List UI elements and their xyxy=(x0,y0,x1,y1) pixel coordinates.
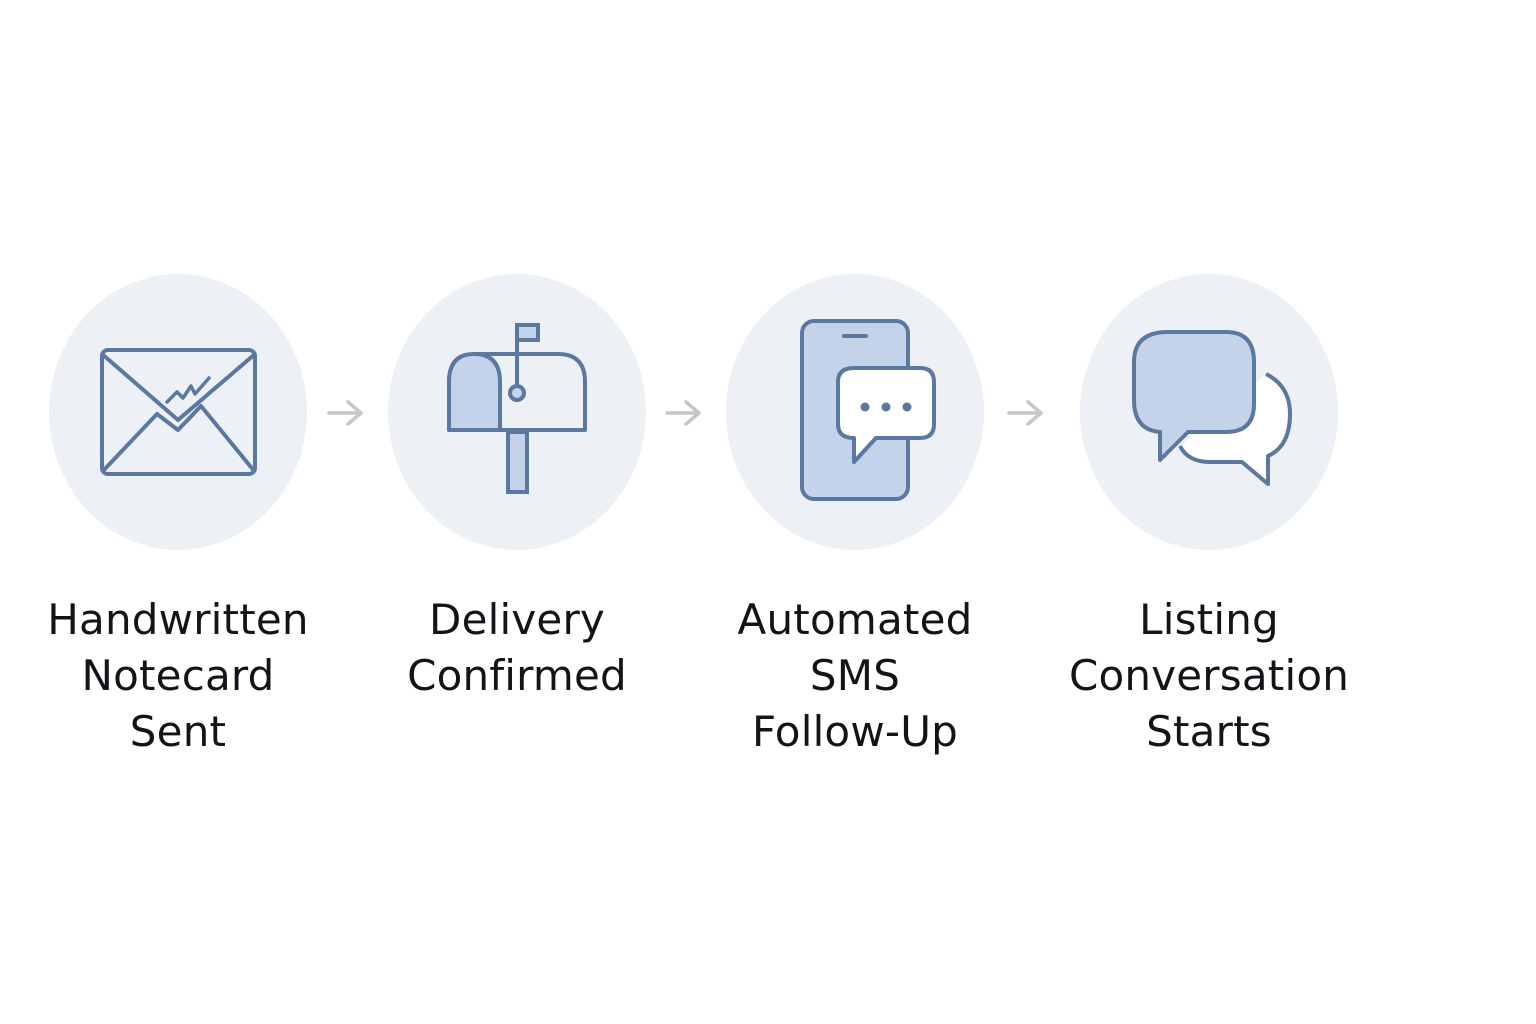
step-label-line: Sent xyxy=(129,707,227,756)
step-label-line: Notecard xyxy=(81,651,275,700)
step-label-line: Automated xyxy=(737,595,973,644)
step-label: Automated SMS Follow-Up xyxy=(666,592,1044,760)
step-label-line: Confirmed xyxy=(407,651,627,700)
step-label-line: Handwritten xyxy=(47,595,309,644)
phone-sms-icon xyxy=(800,319,936,501)
step-label-line: Delivery xyxy=(429,595,605,644)
step-label-line: SMS xyxy=(809,651,901,700)
step-icon-circle xyxy=(388,274,646,550)
chat-bubbles-icon xyxy=(1132,330,1292,486)
flow-arrow-icon xyxy=(326,398,366,428)
step-label-line: Follow-Up xyxy=(751,707,959,756)
step-icon-circle xyxy=(49,274,307,550)
flow-arrow-icon xyxy=(1006,398,1046,428)
step-label-line: Conversation xyxy=(1068,651,1350,700)
step-label-line: Starts xyxy=(1146,707,1272,756)
step-label: Listing Conversation Starts xyxy=(1020,592,1398,760)
envelope-signature-icon xyxy=(100,348,257,476)
mailbox-icon xyxy=(447,323,587,494)
flow-arrow-icon xyxy=(664,398,704,428)
step-label: Delivery Confirmed xyxy=(328,592,706,704)
step-icon-circle xyxy=(726,274,984,550)
step-icon-circle xyxy=(1080,274,1338,550)
step-label-line: Listing xyxy=(1139,595,1279,644)
step-label: Handwritten Notecard Sent xyxy=(0,592,367,760)
